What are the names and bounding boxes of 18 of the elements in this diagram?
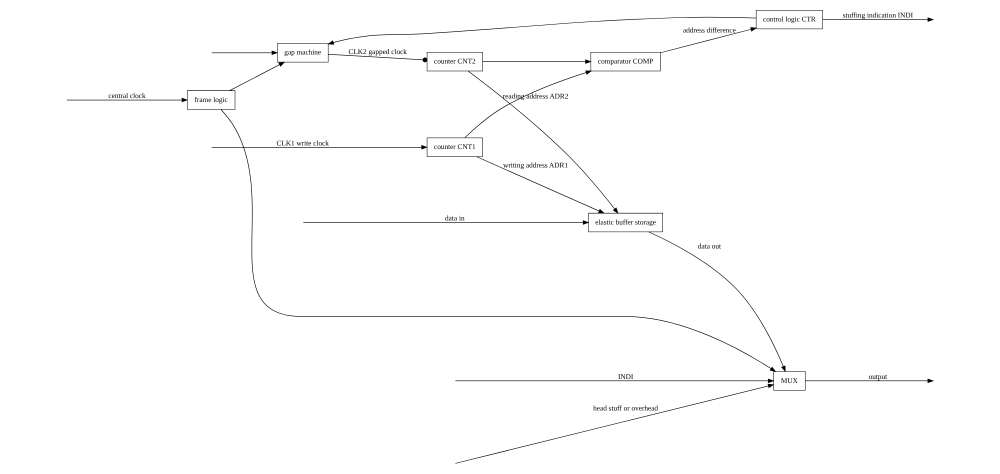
arrow [229,62,286,91]
connector [328,54,428,62]
arrow [66,98,188,102]
arrow [455,384,774,464]
arrow [211,145,428,150]
arrow [660,27,758,54]
arrow [464,70,592,138]
arrow [476,156,605,214]
arrow [455,378,774,384]
arrow [648,232,786,372]
arrow [327,16,756,45]
arrow [468,70,619,214]
arrow [220,109,776,372]
arrow [804,378,934,384]
arrow [303,220,590,225]
arrow [211,50,278,56]
arrow [482,59,592,64]
arrow [822,17,934,22]
